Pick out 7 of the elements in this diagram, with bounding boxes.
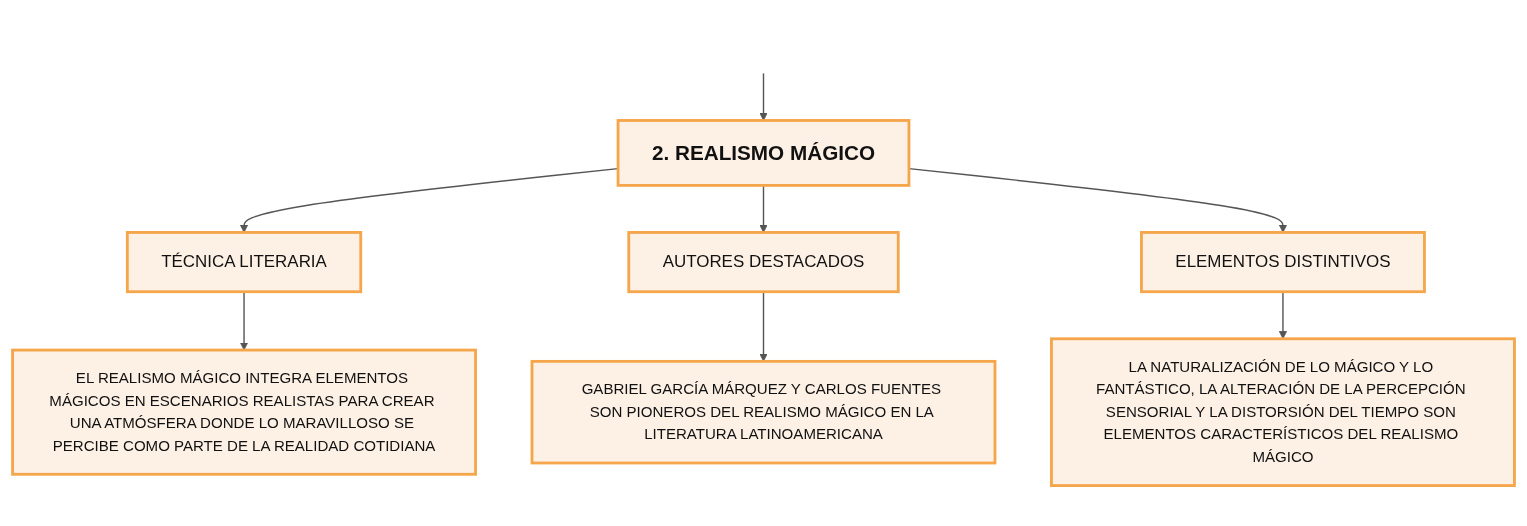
node-box: EL REALISMO MÁGICO INTEGRA ELEMENTOS MÁGICOS EN ESCENARIOS REALISTAS PARA CREAR UNA ATMÓSFERA DONDE LO MARAVILLOSO SE PERCIBE COMO PARTE DE LA REALIDAD COTIDIANA	[11, 349, 477, 477]
node-box: AUTORES DESTACADOS	[627, 231, 900, 294]
node-box: TÉCNICA LITERARIA	[125, 231, 363, 294]
node-box: 2. REALISMO MÁGICO	[616, 119, 911, 188]
node-box: LA NATURALIZACIÓN DE LO MÁGICO Y LO FANTÁSTICO, LA ALTERACIÓN DE LA PERCEPCIÓN SENSORIAL Y LA DISTORSIÓN DEL TIEMPO SON ELEMENTOS CARACTERÍSTICOS DEL REALISMO MÁGICO	[1050, 337, 1516, 488]
node-box: GABRIEL GARCÍA MÁRQUEZ Y CARLOS FUENTES SON PIONEROS DEL REALISMO MÁGICO EN LA LITERATURA LATINOAMERICANA	[530, 360, 997, 465]
node-box: ELEMENTOS DISTINTIVOS	[1140, 231, 1426, 294]
